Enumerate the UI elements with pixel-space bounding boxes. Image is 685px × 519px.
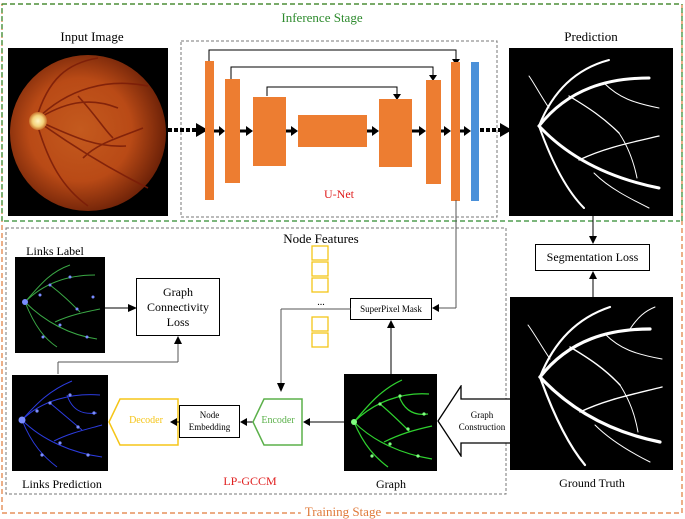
prediction-image: [509, 48, 673, 216]
lp-gccm-label: LP-GCCM: [223, 474, 277, 488]
input-image-label: Input Image: [60, 29, 124, 44]
graph-construction-line-1: Graph: [470, 410, 494, 420]
input-fundus-image: [8, 48, 168, 216]
graph-to-superpixel-arrow: [387, 320, 395, 375]
training-stage-title: Training Stage: [300, 505, 386, 518]
graph-connectivity-loss-box: Graph Connectivity Loss: [136, 278, 220, 336]
graph-to-encoder-arrow: [303, 418, 345, 426]
unet-network: [205, 49, 479, 201]
input-to-unet-arrow: [168, 123, 208, 137]
decoder-shape: [108, 398, 179, 446]
unet-block-6: [451, 62, 460, 201]
graph-image: [344, 374, 437, 471]
prediction-label: Prediction: [564, 29, 618, 44]
graph-construction-arrow: [437, 385, 513, 457]
node-embedding-box: Node Embedding: [179, 405, 240, 438]
decoder-label: Decoder: [129, 415, 163, 426]
superpixel-mask-text: SuperPixel Mask: [360, 304, 422, 314]
node-features-label: Node Features: [283, 231, 359, 246]
unet-block-1: [205, 61, 214, 200]
superpixel-mask-box: SuperPixel Mask: [350, 298, 432, 320]
unet-block-3: [253, 97, 286, 166]
links-prediction-to-loss-connector: [57, 336, 182, 374]
links-prediction-image: [12, 375, 108, 471]
links-prediction-label: Links Prediction: [22, 477, 102, 491]
prediction-to-seg-loss-arrow: [589, 216, 597, 244]
links-label-image: [15, 257, 105, 353]
node-embedding-line-2: Embedding: [188, 421, 231, 432]
gt-to-seg-loss-arrow: [589, 271, 597, 298]
unet-output-layer: [471, 62, 479, 201]
encoder-shape: [252, 398, 303, 446]
unet-label: U-Net: [324, 187, 354, 201]
unet-block-2: [225, 79, 240, 183]
node-features-ellipsis: ...: [317, 297, 325, 308]
gcl-line-2: Connectivity: [147, 299, 209, 314]
gcl-line-1: Graph: [163, 284, 193, 299]
unet-block-4: [379, 99, 412, 167]
superpixel-to-features-connector: [277, 308, 351, 392]
unet-to-prediction-arrow: [480, 123, 512, 137]
links-label-title: Links Label: [26, 244, 84, 258]
unet-bottleneck: [298, 115, 367, 147]
node-feature-vector: [311, 245, 329, 348]
encoder-label: Encoder: [261, 415, 295, 426]
node-embedding-line-1: Node: [199, 409, 220, 420]
segmentation-loss-text: Segmentation Loss: [546, 250, 639, 264]
graph-construction-line-2: Construction: [458, 422, 506, 432]
segmentation-loss-box: Segmentation Loss: [535, 244, 650, 271]
ground-truth-label: Ground Truth: [559, 476, 625, 490]
links-label-to-loss-arrow: [105, 304, 137, 312]
ground-truth-image: [510, 297, 673, 470]
unet-block-5: [426, 80, 441, 184]
unet-to-superpixel-connector: [432, 200, 457, 312]
gcl-line-3: Loss: [166, 314, 190, 329]
inference-stage-title: Inference Stage: [281, 10, 363, 25]
graph-label: Graph: [376, 477, 406, 491]
